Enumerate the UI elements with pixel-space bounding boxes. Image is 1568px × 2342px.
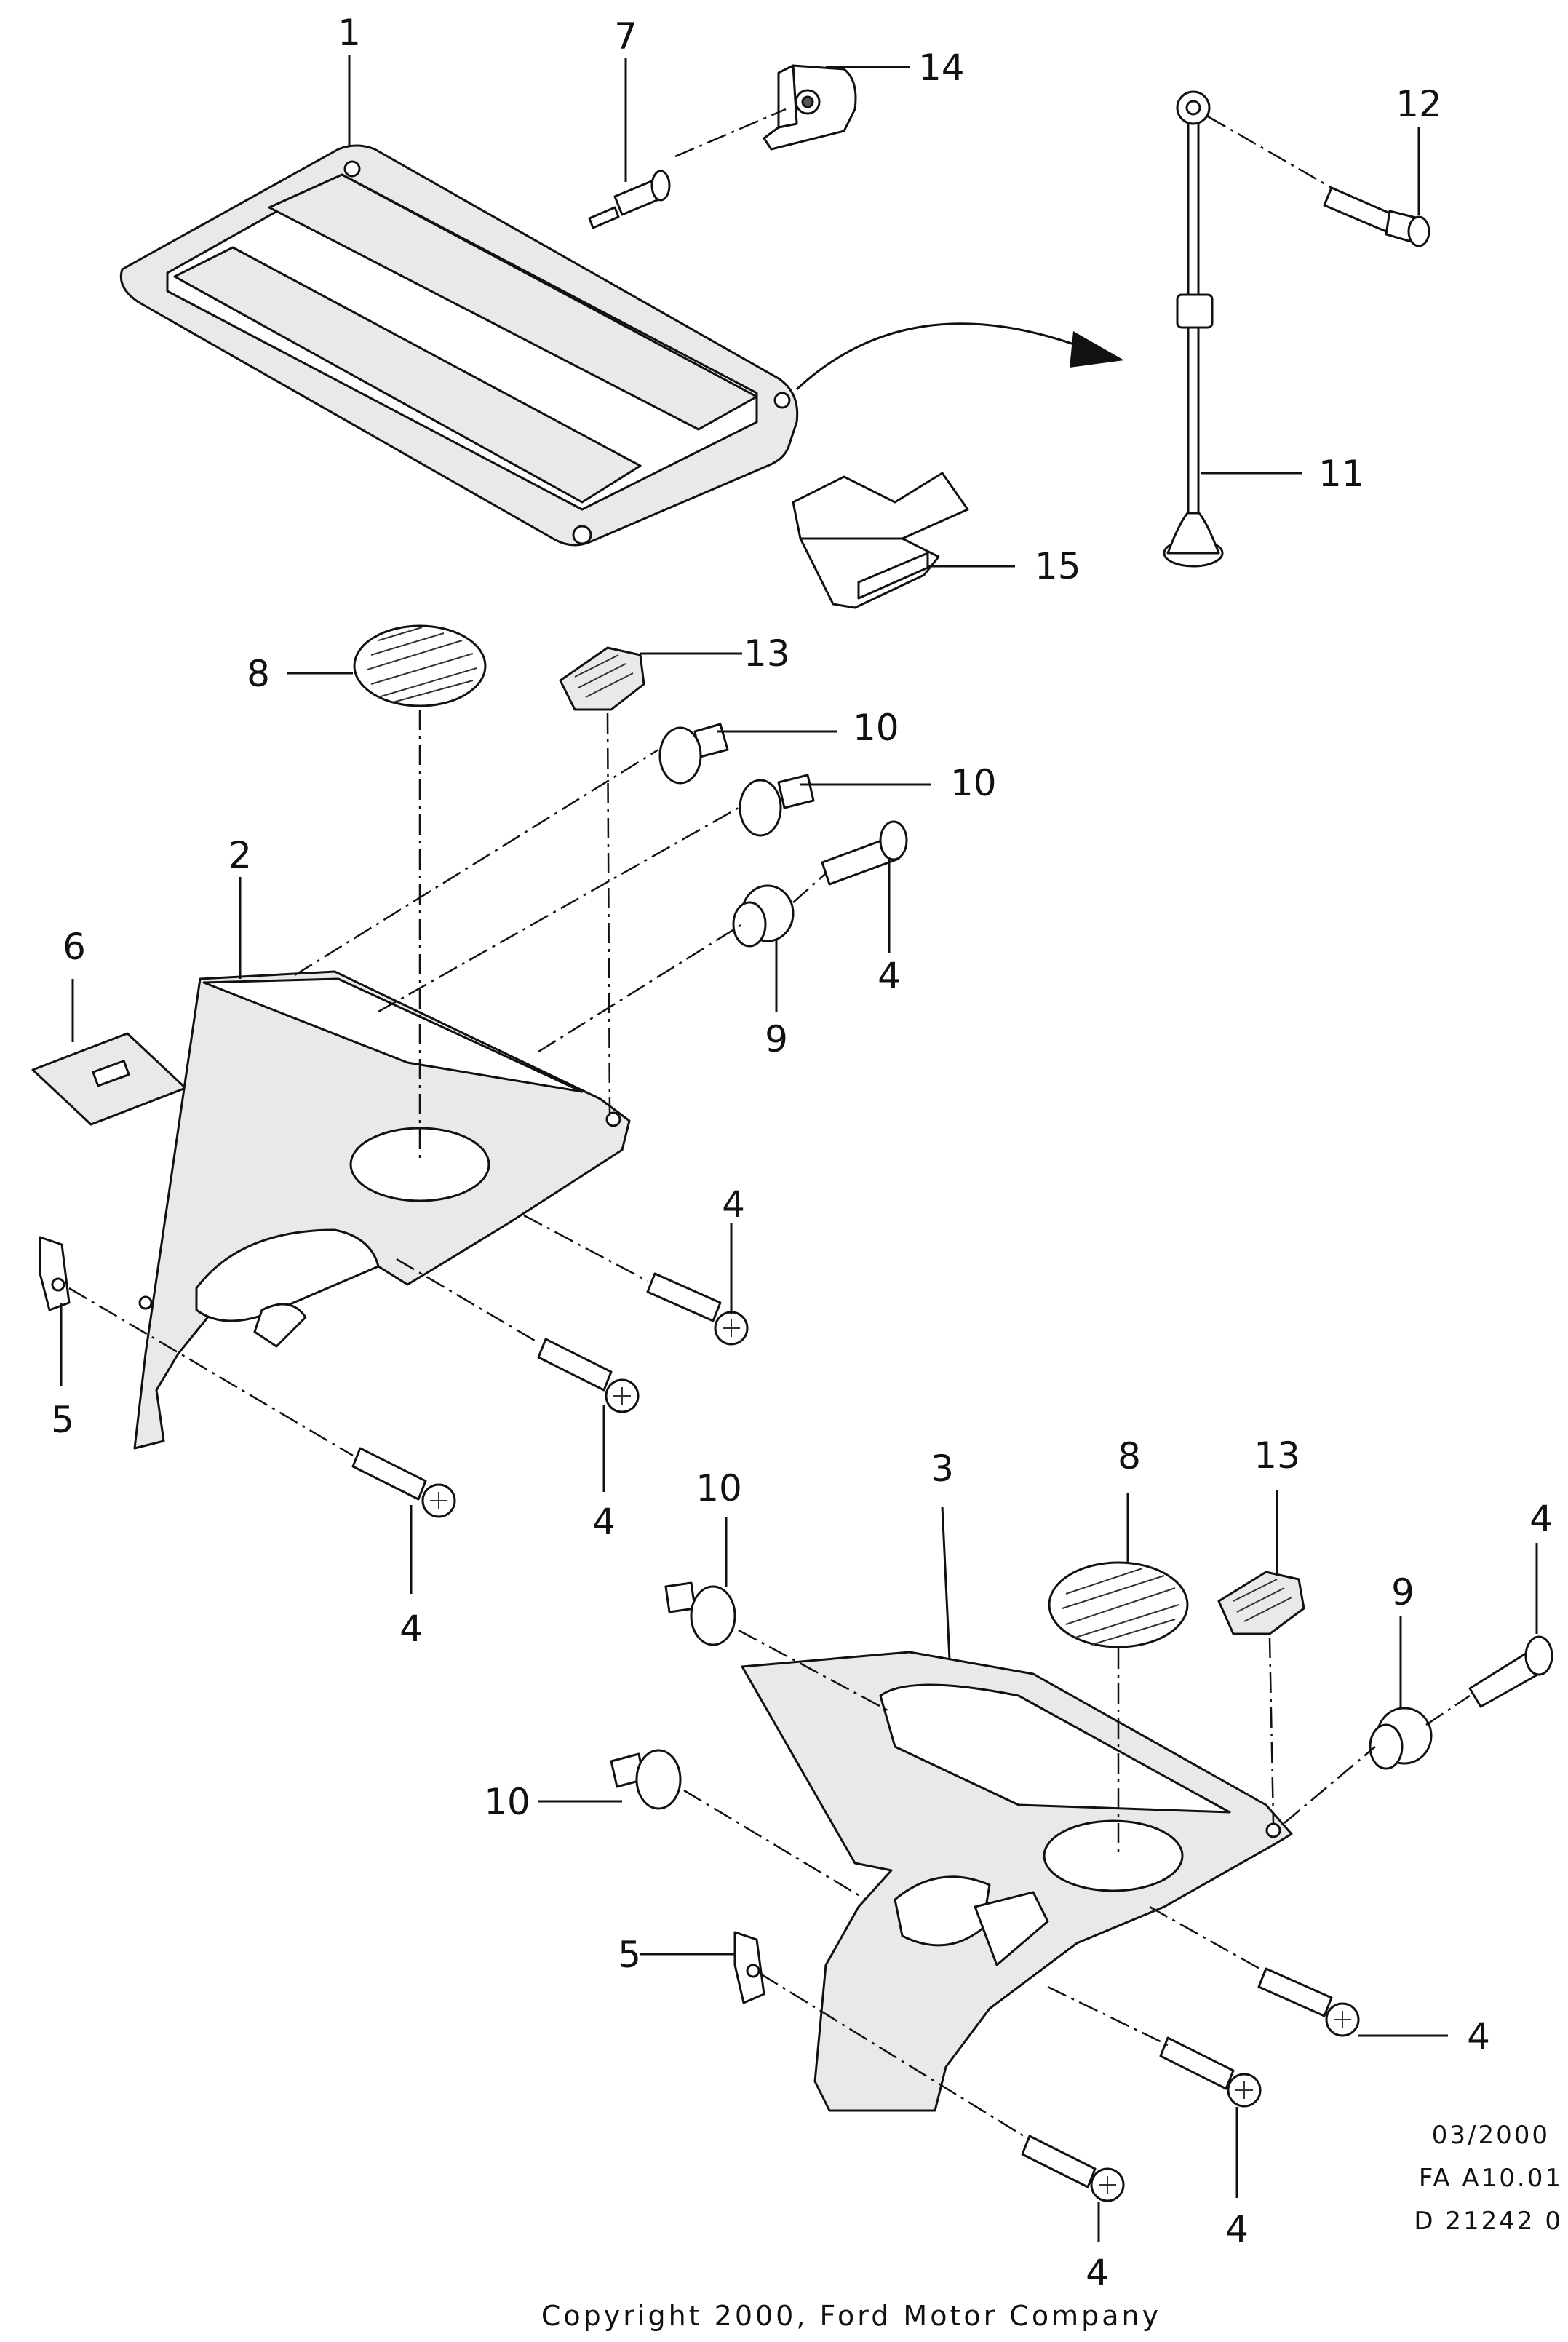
quarter-trim-left-part-2 <box>133 970 631 1450</box>
screw-left-a-part-4 <box>646 1272 749 1346</box>
label-part-4-left-b: 4 <box>592 1501 616 1543</box>
label-part-4-lower-b: 4 <box>1225 2208 1249 2250</box>
label-part-4-left-a: 4 <box>722 1183 745 1226</box>
part-number-labels: 1 7 14 12 11 15 8 13 10 10 2 6 4 9 4 5 4… <box>51 12 1553 2294</box>
reference-drawing-number: D 21242 0 <box>1414 2207 1563 2236</box>
label-part-13-lower: 13 <box>1254 1434 1300 1477</box>
clip-lower-part-5 <box>733 1931 765 2004</box>
label-part-10-lower-a: 10 <box>696 1467 742 1509</box>
cap-upper-part-13 <box>559 646 645 711</box>
speaker-grille-lower-part-8 <box>1048 1561 1189 1648</box>
label-part-5-lower: 5 <box>618 1934 641 1976</box>
reference-date: 03/2000 <box>1432 2121 1550 2150</box>
label-part-4-upper-small: 4 <box>877 955 901 997</box>
grommet-upper-part-9 <box>732 884 795 948</box>
label-part-4-left-c: 4 <box>399 1608 423 1650</box>
screw-lower-small-part-4 <box>1468 1635 1553 1708</box>
reference-code: FA A10.01 <box>1419 2164 1563 2193</box>
pin-part-7 <box>588 170 671 229</box>
clip-left-part-5 <box>39 1236 71 1311</box>
plug-upper-b-part-10 <box>739 774 815 837</box>
assembly-lines <box>68 108 1471 2141</box>
screw-lower-b-part-4 <box>1159 2036 1262 2108</box>
label-part-14: 14 <box>918 47 965 89</box>
label-part-10-lower-b: 10 <box>484 1781 530 1823</box>
parcel-shelf-part-1 <box>119 144 799 547</box>
label-part-15: 15 <box>1035 545 1081 587</box>
reference-block: 03/2000 FA A10.01 D 21242 0 <box>1414 2121 1563 2236</box>
label-part-3: 3 <box>931 1448 954 1490</box>
screw-upper-small-part-4 <box>821 820 908 886</box>
label-part-1: 1 <box>338 12 361 54</box>
label-part-10-upper-b: 10 <box>950 762 997 804</box>
label-part-10-upper-a: 10 <box>853 707 899 749</box>
screw-left-c-part-4 <box>351 1447 456 1518</box>
direction-arrow <box>795 322 1124 391</box>
label-part-4-lower-a: 4 <box>1467 2015 1490 2057</box>
label-part-9-lower: 9 <box>1391 1571 1414 1613</box>
plug-lower-a-part-10 <box>664 1581 736 1646</box>
grommet-lower-part-9 <box>1369 1707 1433 1770</box>
screw-left-b-part-4 <box>537 1338 640 1413</box>
label-part-8-lower: 8 <box>1118 1435 1141 1477</box>
plug-lower-b-part-10 <box>610 1749 682 1810</box>
cap-lower-part-13 <box>1217 1571 1305 1635</box>
speaker-grille-upper-part-8 <box>353 624 487 707</box>
label-part-6: 6 <box>63 926 86 968</box>
bracket-part-14 <box>763 64 857 151</box>
label-part-9-upper: 9 <box>765 1018 788 1060</box>
label-part-4-lower-c: 4 <box>1086 2252 1109 2294</box>
label-part-2: 2 <box>228 834 252 876</box>
label-part-4-lower-small: 4 <box>1529 1498 1553 1540</box>
screw-lower-c-part-4 <box>1021 2135 1125 2202</box>
leader-lines <box>60 55 1538 2242</box>
label-part-5-left: 5 <box>51 1399 74 1441</box>
stay-rod-part-11 <box>1163 90 1224 568</box>
label-part-13-upper: 13 <box>744 632 790 675</box>
clip-part-15 <box>792 472 969 609</box>
label-part-8-upper: 8 <box>247 653 270 695</box>
quarter-trim-right-part-3 <box>741 1651 1293 2112</box>
copyright-notice: Copyright 2000, Ford Motor Company <box>541 2300 1161 2332</box>
bolt-part-12 <box>1323 186 1430 247</box>
plug-upper-a-part-10 <box>658 723 729 785</box>
label-part-7: 7 <box>614 15 637 57</box>
label-part-11: 11 <box>1318 453 1365 495</box>
label-part-12: 12 <box>1396 83 1442 125</box>
screw-lower-a-part-4 <box>1257 1967 1360 2037</box>
tag-part-6 <box>31 1032 187 1126</box>
